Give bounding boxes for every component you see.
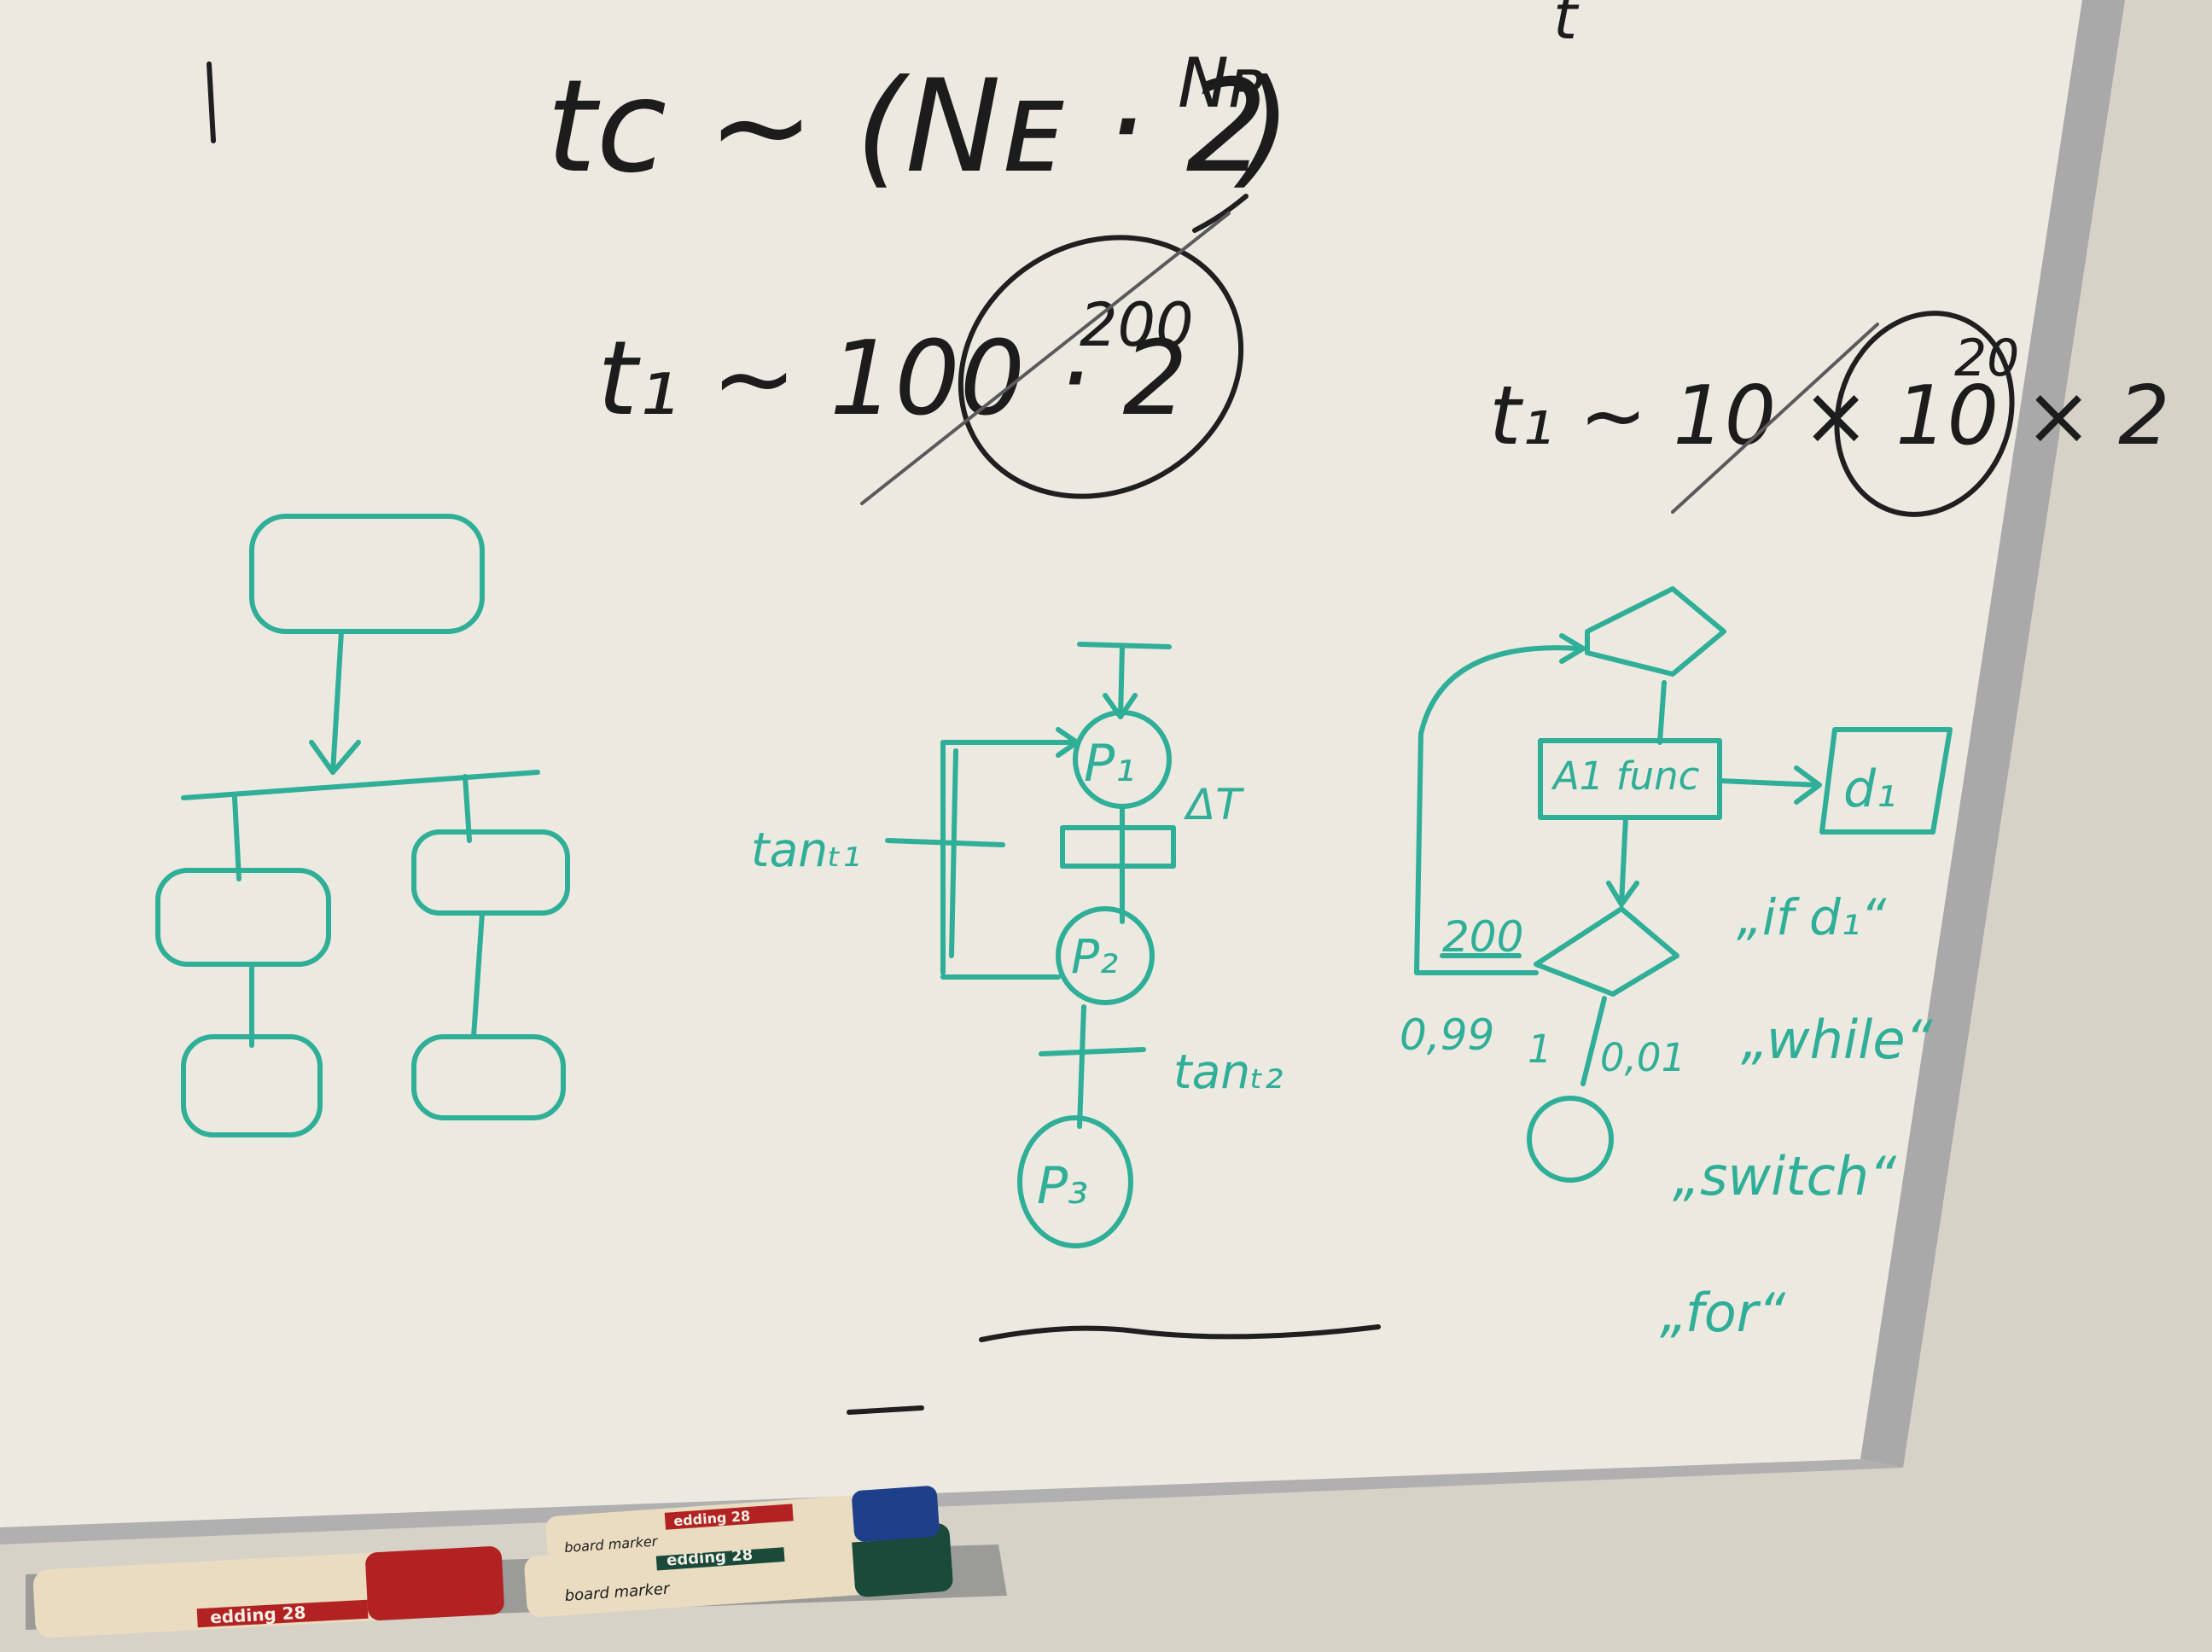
- place-p3-label: P₃: [1037, 1156, 1088, 1216]
- transition-2-label: tanₜ₂: [1173, 1044, 1283, 1099]
- data-node-d1: [1819, 727, 1953, 835]
- marker-blue[interactable]: edding 28 board marker: [544, 1486, 940, 1564]
- tree-leaf-left: [181, 1034, 323, 1137]
- transition-box: [1060, 825, 1176, 869]
- exit-prob-001: 0,01: [1600, 1035, 1685, 1080]
- tree-root-node: [249, 514, 485, 634]
- formula-ts-exponent: 200: [1080, 290, 1194, 360]
- strike-ts: [860, 212, 1231, 505]
- tree-node-left: [155, 868, 331, 967]
- formula-tc: tᴄ ~ (Nᴇ · 2 Nᴘ ): [546, 44, 1292, 233]
- place-p1-label: P₁: [1084, 734, 1135, 794]
- flowchart-diagram: A1 func d₁ 200 0,99 1 0,01 „if d₁“ „whil…: [1400, 586, 1953, 1344]
- formula-tc-close: ): [1233, 53, 1292, 201]
- exit-value-1: 1: [1528, 1027, 1552, 1072]
- process-box-label: A1 func: [1551, 753, 1700, 799]
- keyword-while: „while“: [1741, 1009, 1934, 1071]
- petri-net-diagram: P₁ ΔT P₂ tanₜ₁ tanₜ₂ P₃: [751, 642, 1283, 1248]
- place-p2-label: P₂: [1071, 929, 1118, 984]
- whiteboard-surface: [0, 0, 2082, 1527]
- end-node: [1527, 1096, 1614, 1183]
- formula-line-1: t: [207, 0, 1580, 143]
- whiteboard-frame-bottom: [0, 1459, 1903, 1544]
- whiteboard-frame: [1860, 0, 2125, 1468]
- data-node-label: d₁: [1843, 759, 1896, 819]
- circle-2-20: [1834, 311, 2015, 517]
- decision-top: [1585, 586, 1726, 677]
- smudge-line: [979, 1324, 1381, 1342]
- circle-2-200: [958, 235, 1244, 499]
- transition-1-label: tanₜ₁: [751, 823, 860, 877]
- formula-tc-text: tᴄ ~ (Nᴇ · 2: [546, 53, 1267, 201]
- marker-red[interactable]: edding 28: [32, 1545, 504, 1638]
- formula-t1-text: t₁ ~ 10 × 10 × 2: [1489, 369, 2170, 463]
- keyword-switch: „switch“: [1673, 1145, 1897, 1207]
- loop-prob-099: 0,99: [1400, 1010, 1494, 1060]
- formula-ts-text: t₁ ~ 100 · 2: [597, 320, 1188, 439]
- loop-value-200: 200: [1442, 912, 1523, 962]
- keyword-for: „for“: [1660, 1282, 1786, 1344]
- delta-t-label: ΔT: [1183, 780, 1244, 829]
- strike-t1: [1671, 323, 1879, 514]
- smudge-line-2: [847, 1405, 924, 1415]
- formula-t1: t₁ ~ 10 × 10 × 2 20: [1489, 311, 2170, 517]
- tree-node-right: [411, 829, 570, 916]
- place-p2: [1056, 906, 1155, 1005]
- place-p3: [1017, 1115, 1133, 1248]
- decision-bottom: [1534, 906, 1679, 997]
- tree-leaf-right: [411, 1034, 566, 1120]
- formula-tc-exponent: Nᴘ: [1178, 44, 1265, 123]
- formula-ts: t₁ ~ 100 · 2 200: [597, 212, 1244, 505]
- marker-red-brand: edding 28: [210, 1603, 307, 1628]
- tree-diagram: [155, 514, 570, 1137]
- keyword-if: „if d₁“: [1737, 888, 1887, 946]
- formula-t: t: [1553, 0, 1580, 53]
